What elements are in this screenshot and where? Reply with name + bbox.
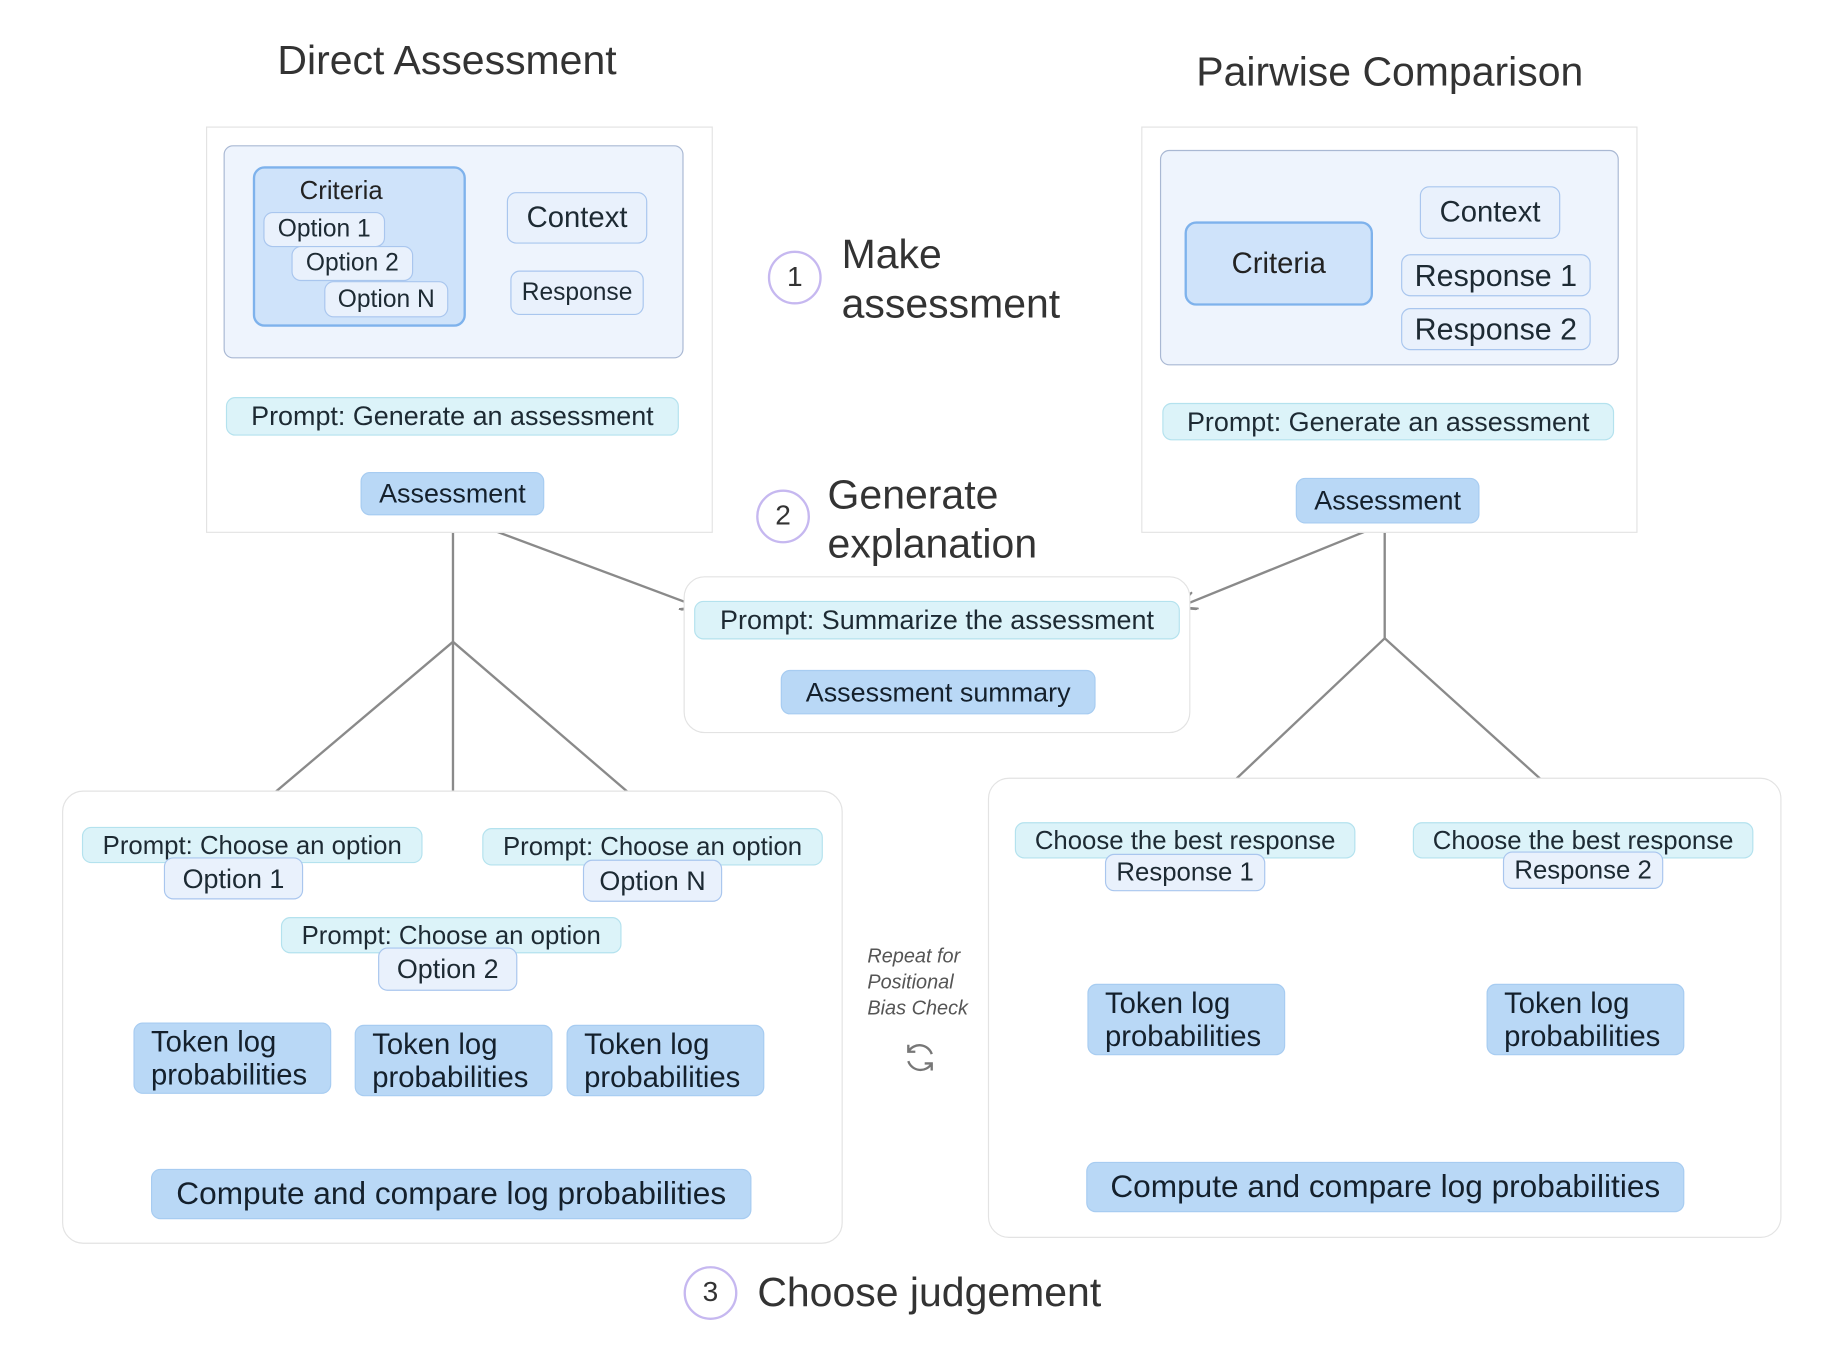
step-2-line2: explanation	[827, 521, 1038, 567]
direct-choose-option-2: Option 2	[378, 947, 518, 991]
direct-token-logprobs-n: Token log probabilities	[566, 1024, 765, 1097]
pairwise-assessment-output: Assessment	[1295, 477, 1480, 524]
pairwise-compute-compare: Compute and compare log probabilities	[1086, 1161, 1685, 1213]
pairwise-prompt-generate: Prompt: Generate an assessment	[1162, 402, 1615, 441]
step-3-badge: 3	[683, 1266, 738, 1320]
pairwise-response-1-box: Response 1	[1401, 254, 1591, 297]
direct-criteria-option-2: Option 2	[291, 245, 414, 282]
direct-assessment-output: Assessment	[360, 471, 545, 516]
refresh-icon	[900, 1038, 940, 1078]
step-3-label: Choose judgement	[757, 1269, 1102, 1316]
direct-response-box: Response	[510, 270, 644, 316]
direct-criteria-label: Criteria	[299, 175, 383, 205]
repeat-note-line-3: Bias Check	[867, 996, 968, 1019]
direct-criteria-option-n: Option N	[324, 281, 449, 318]
repeat-note-line-1: Repeat for	[867, 945, 961, 968]
summary-prompt: Prompt: Summarize the assessment	[694, 600, 1180, 640]
direct-choose-option-1: Option 1	[163, 857, 304, 900]
step-2-badge: 2	[756, 489, 810, 544]
pairwise-criteria-box: Criteria	[1184, 221, 1373, 306]
direct-choose-prompt-n: Prompt: Choose an option	[482, 828, 823, 866]
step-2-line1: Generate	[827, 471, 999, 518]
direct-assessment-title: Direct Assessment	[277, 37, 617, 84]
pairwise-response-2-box: Response 2	[1401, 308, 1591, 351]
repeat-note-line-2: Positional	[867, 970, 954, 994]
pairwise-context-box: Context	[1419, 186, 1561, 239]
direct-choose-prompt-1: Prompt: Choose an option	[81, 826, 423, 864]
pairwise-token-logprobs-1: Token log probabilities	[1087, 983, 1286, 1056]
step-1-label: Make assessment	[842, 231, 1061, 329]
direct-choose-prompt-2: Prompt: Choose an option	[280, 917, 622, 954]
direct-token-logprobs-1: Token log probabilities	[133, 1022, 332, 1094]
pairwise-choose-response-1: Response 1	[1104, 853, 1266, 892]
pairwise-choose-prompt-1: Choose the best response	[1014, 822, 1356, 859]
direct-prompt-generate: Prompt: Generate an assessment	[225, 397, 679, 436]
pairwise-comparison-title: Pairwise Comparison	[1196, 49, 1584, 95]
direct-token-logprobs-2: Token log probabilities	[354, 1024, 553, 1097]
direct-choose-option-n: Option N	[582, 859, 723, 902]
step-1-badge: 1	[767, 250, 822, 305]
assessment-summary-output: Assessment summary	[780, 669, 1096, 715]
repeat-note: Repeat for Positional Bias Check	[867, 944, 968, 1021]
direct-criteria-option-1: Option 1	[263, 211, 386, 248]
step-2-label: Generate explanation	[828, 471, 1038, 569]
direct-context-box: Context	[506, 192, 648, 244]
pairwise-token-logprobs-2: Token log probabilities	[1486, 983, 1685, 1056]
step-1-line1: Make	[841, 231, 942, 278]
step-1-line2: assessment	[841, 281, 1061, 327]
pairwise-choose-response-2: Response 2	[1502, 851, 1664, 889]
direct-compute-compare: Compute and compare log probabilities	[150, 1168, 752, 1220]
